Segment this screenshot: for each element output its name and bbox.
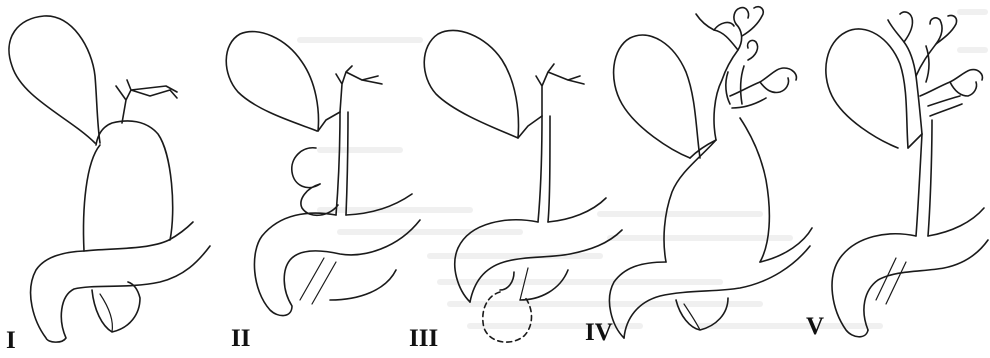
panel-label-ii: II [231, 326, 250, 351]
choledochal-cyst-type-iv-icon [609, 7, 812, 338]
panel-label-iii: III [409, 326, 438, 351]
choledochal-cyst-type-iii-icon [424, 30, 622, 342]
choledochal-cyst-type-v-icon [826, 12, 988, 337]
panel-label-v: V [806, 314, 824, 339]
choledochal-cyst-type-i-icon [9, 16, 210, 342]
panel-label-iv: IV [585, 320, 613, 345]
panel-label-i: I [6, 328, 16, 353]
page-bleed-through [300, 12, 985, 326]
choledochal-cyst-type-ii-icon [226, 32, 420, 316]
